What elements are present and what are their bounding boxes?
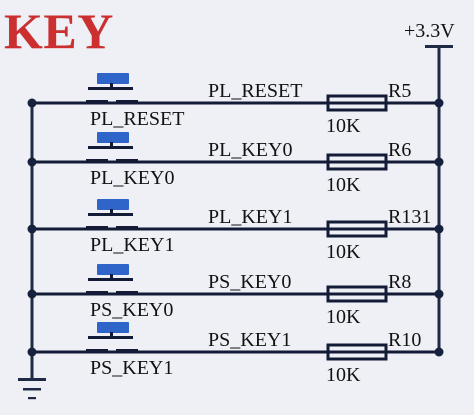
button-label: PL_KEY1 (90, 234, 174, 256)
button-top-line (88, 336, 133, 339)
net-label: PL_RESET (208, 80, 302, 102)
button-top-line (88, 278, 133, 281)
button-cap (97, 73, 129, 84)
button-contact-left (86, 100, 108, 103)
junction-dot-right (434, 289, 444, 299)
net-label: PL_KEY0 (208, 139, 292, 161)
junction-dot-left (27, 224, 37, 234)
circuit-row: PL_RESET PL_RESET R5 10K (27, 73, 444, 137)
resistor-body (326, 285, 388, 303)
button-stem (110, 83, 113, 88)
net-label: PL_KEY1 (208, 206, 292, 228)
junction-dot-right (434, 98, 444, 108)
button-stem (110, 332, 113, 337)
button-stem (110, 142, 113, 147)
row-wire (30, 227, 441, 231)
supply-label: +3.3V (404, 20, 455, 42)
button-contact-right (116, 291, 138, 294)
button-contact-right (116, 100, 138, 103)
button-label: PS_KEY1 (90, 357, 173, 379)
schematic-rows: PL_RESETPL_RESETR510KPL_KEY0PL_KEY0R610K… (27, 73, 444, 386)
junction-dot-right (434, 157, 444, 167)
junction-dot-left (27, 98, 37, 108)
ground-bar-3 (28, 397, 36, 400)
ground-rail (30, 103, 34, 378)
resistor-value: 10K (326, 306, 361, 328)
button-cap (97, 199, 129, 210)
button-contact-right (116, 159, 138, 162)
row-wire (30, 160, 441, 164)
schematic-static-elements: +3.3V (18, 20, 455, 400)
junction-dot-right (434, 347, 444, 357)
ground-bar-1 (18, 378, 46, 381)
button-contact-left (86, 159, 108, 162)
junction-dot-left (27, 347, 37, 357)
resistor-ref: R8 (388, 271, 411, 293)
resistor-ref: R131 (388, 206, 431, 228)
row-wire (30, 350, 441, 354)
button-contact-left (86, 291, 108, 294)
button-label: PS_KEY0 (90, 299, 173, 321)
supply-rail (437, 46, 441, 354)
button-cap (97, 322, 129, 333)
resistor-value: 10K (326, 174, 361, 196)
button-contact-right (116, 226, 138, 229)
button-contact-left (86, 226, 108, 229)
junction-dot-left (27, 289, 37, 299)
button-label: PL_RESET (90, 108, 184, 130)
resistor-ref: R10 (388, 329, 421, 351)
resistor-body (326, 153, 388, 171)
ground-bar-2 (23, 388, 41, 391)
button-contact-left (86, 349, 108, 352)
resistor-ref: R6 (388, 139, 411, 161)
resistor-value: 10K (326, 364, 361, 386)
resistor-body (326, 220, 388, 238)
resistor-ref: R5 (388, 80, 411, 102)
net-label: PS_KEY0 (208, 271, 291, 293)
button-cap (97, 132, 129, 143)
resistor-value: 10K (326, 241, 361, 263)
button-cap (97, 264, 129, 275)
net-label: PS_KEY1 (208, 329, 291, 351)
button-label: PL_KEY0 (90, 167, 174, 189)
button-top-line (88, 146, 133, 149)
button-top-line (88, 87, 133, 90)
junction-dot-left (27, 157, 37, 167)
supply-bar (425, 45, 453, 48)
row-wire (30, 101, 441, 105)
resistor-body (326, 343, 388, 361)
diagram-title: KEY (4, 3, 114, 59)
button-top-line (88, 213, 133, 216)
resistor-body (326, 94, 388, 112)
button-contact-right (116, 349, 138, 352)
row-wire (30, 292, 441, 296)
button-stem (110, 209, 113, 214)
resistor-value: 10K (326, 115, 361, 137)
button-stem (110, 274, 113, 279)
junction-dot-right (434, 224, 444, 234)
